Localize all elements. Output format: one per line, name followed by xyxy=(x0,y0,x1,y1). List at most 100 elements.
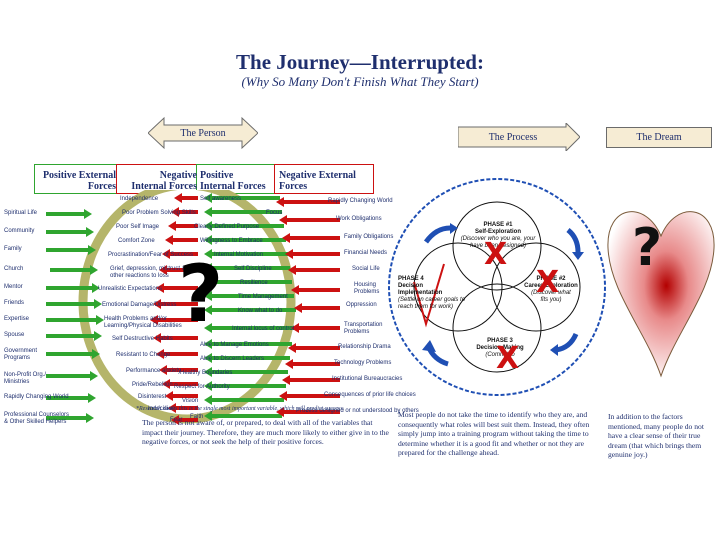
inner-red-arrow-head xyxy=(153,299,161,309)
right-label: Rapidly Changing World xyxy=(328,198,393,204)
inner-red-arrow-head xyxy=(165,235,173,245)
left-arrow-head xyxy=(90,265,98,275)
inner-left-label: Fear xyxy=(170,417,183,423)
process-label: The Process xyxy=(488,132,538,143)
right-arrow-head xyxy=(276,197,284,207)
right-label: Oppression xyxy=(346,302,377,308)
left-label: Government Programs xyxy=(4,348,38,361)
inner-left-label: Performance anxiety xyxy=(126,368,182,374)
inner-right-label: Resilience xyxy=(240,280,268,286)
person-label: The Person xyxy=(180,128,226,139)
right-arrow-head xyxy=(294,303,302,313)
left-arrow-head xyxy=(94,331,102,341)
inner-left-label: Independence xyxy=(120,196,159,202)
x-mark-icon: X xyxy=(484,237,508,272)
person-paragraph: The person is not aware of, or prepared,… xyxy=(142,418,389,446)
process-diagram xyxy=(388,178,606,396)
process-arrow xyxy=(458,123,580,151)
left-label: Spiritual Life xyxy=(4,210,38,216)
inner-right-label: Know what to do xyxy=(238,308,283,314)
inner-green-arrow-head xyxy=(204,381,212,391)
left-arrow-head xyxy=(88,245,96,255)
right-label: Financial Needs xyxy=(344,250,388,256)
inner-red-arrow-head xyxy=(159,365,167,375)
inner-left-label: Comfort Zone xyxy=(118,238,155,244)
inner-left-label: Poor Self Image xyxy=(116,224,160,230)
inner-red-arrow-head xyxy=(150,315,158,325)
right-arrow-head xyxy=(291,285,299,295)
inner-green-arrow-head xyxy=(204,353,212,363)
inner-red-arrow-head xyxy=(159,265,167,275)
person-arrow xyxy=(148,116,258,150)
inner-green-arrow-head xyxy=(204,291,212,301)
left-label: Friends xyxy=(4,300,25,306)
left-label: Mentor xyxy=(4,284,23,290)
inner-right-label: Faith xyxy=(190,414,204,420)
left-label: Rapidly Changing World xyxy=(4,394,69,400)
inner-green-arrow-head xyxy=(204,395,212,405)
inner-right-label: Internal Motivation xyxy=(214,252,264,258)
dream-paragraph: In addition to the factors mentioned, ma… xyxy=(608,412,704,459)
right-arrow-head xyxy=(282,233,290,243)
inner-green-arrow-head xyxy=(204,249,212,259)
left-label: Professional Counselors & Other Skilled … xyxy=(4,412,70,425)
inner-right-label: Time Management xyxy=(238,294,288,300)
inner-red-arrow-head xyxy=(168,403,176,413)
phase-3-text: PHASE 3 Decision Making (Commit to xyxy=(476,338,524,358)
right-label: Institutional Bureaucracies xyxy=(332,376,403,382)
process-paragraph: Most people do not take the time to iden… xyxy=(398,410,590,457)
right-arrow-head xyxy=(291,323,299,333)
right-label: Housing Problems xyxy=(354,282,380,295)
inner-right-label: Able to Discern Leaders xyxy=(200,356,265,362)
inner-right-label: Self Discipline xyxy=(234,266,272,272)
inner-red-arrow-head xyxy=(162,249,170,259)
inner-right-label: Respect for Authority xyxy=(174,384,230,390)
inner-red-arrow-head xyxy=(174,193,182,203)
inner-left-label: Emotional Damage/Distress xyxy=(102,302,177,308)
inner-right-label: Self awareness xyxy=(200,196,242,202)
inner-red-arrow-head xyxy=(156,349,164,359)
dream-label: The Dream xyxy=(636,132,682,143)
phase-2-text: PHASE #2 Career Exploration (Discover wh… xyxy=(524,276,578,303)
right-label: Process designed or not understood by ot… xyxy=(296,408,419,414)
inner-left-label: Poor Problem Solving Skills xyxy=(122,210,196,216)
inner-right-label: Vision xyxy=(182,398,199,404)
right-label: Work Obligations xyxy=(336,216,382,222)
inner-left-label: Disinterest xyxy=(138,394,167,400)
column-header-frame xyxy=(34,164,374,194)
left-label: Community xyxy=(4,228,35,234)
right-arrow-head xyxy=(285,249,293,259)
left-label: Family xyxy=(4,246,22,252)
inner-left-label: Procrastination/Fear of Success xyxy=(108,252,194,258)
right-label: Family Obligations xyxy=(344,234,394,240)
inner-left-label: Pride/Rebellion xyxy=(132,382,173,388)
inner-red-arrow-head xyxy=(162,379,170,389)
inner-green-arrow-head xyxy=(204,207,212,217)
inner-left-label: Unrealistic Expectations xyxy=(98,286,163,292)
forces-diagram xyxy=(46,190,340,425)
inner-left-label: Self Destructive Habits xyxy=(112,336,173,342)
inner-right-label: Willingness to Embrace xyxy=(200,238,263,244)
inner-left-label: Health Problems and/or Learning/Physical… xyxy=(104,316,182,329)
inner-right-label: Able to Manage Emotions xyxy=(200,342,269,348)
positive-internal-arrows xyxy=(204,193,296,421)
page-title: The Journey—Interrupted: xyxy=(236,50,484,74)
heart-icon xyxy=(607,211,715,378)
dream-question-icon: ? xyxy=(632,218,663,278)
dream-box xyxy=(606,127,712,148)
right-arrow-head xyxy=(282,375,290,385)
right-label: Consequences of prior life choices xyxy=(324,392,416,398)
right-label: Transportation Problems xyxy=(344,322,383,335)
page-subtitle: (Why So Many Don't Finish What They Star… xyxy=(241,74,479,89)
right-arrow-head xyxy=(288,265,296,275)
left-label: Church xyxy=(4,266,24,272)
inner-red-arrow-head xyxy=(153,333,161,343)
left-arrow-head xyxy=(86,227,94,237)
positive-external-arrows xyxy=(46,209,104,423)
inner-red-arrow-head xyxy=(168,221,176,231)
inner-green-arrow-head xyxy=(204,277,212,287)
